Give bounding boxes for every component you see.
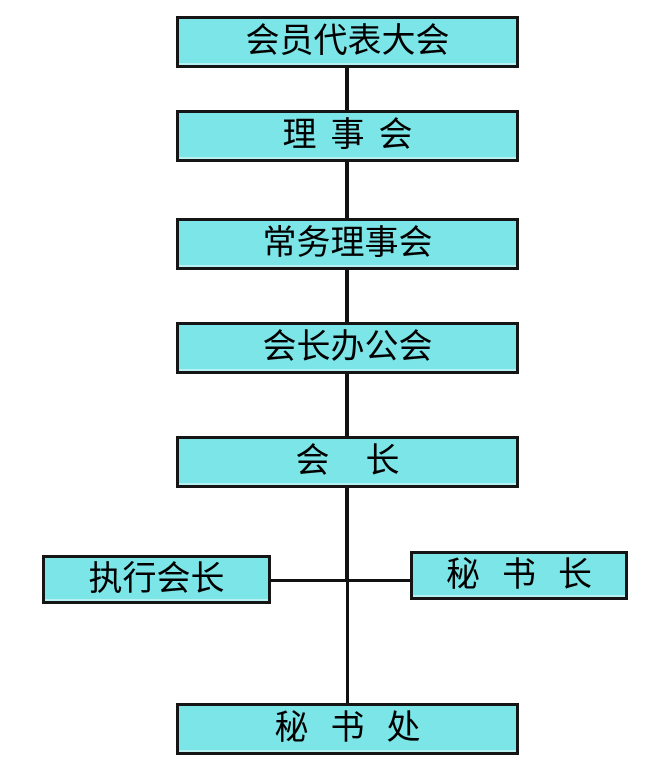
node-council-label: 理事会 [282,115,427,155]
connector-president-office-to-president [345,370,349,440]
node-president-label: 会长 [295,441,436,481]
connector-president-to-branch [345,484,349,582]
node-council[interactable]: 理事会 [176,110,519,162]
connector-assembly-to-council [345,66,349,114]
connector-to-executive-president [268,579,348,582]
connector-branch-to-secretariat [346,580,349,706]
connector-to-secretary-general [346,579,412,582]
node-president[interactable]: 会长 [176,436,519,488]
node-standing-council[interactable]: 常务理事会 [176,218,519,270]
node-secretariat-label: 秘书处 [274,708,443,748]
node-members-assembly[interactable]: 会员代表大会 [176,16,519,68]
node-members-assembly-label: 会员代表大会 [245,21,450,61]
connector-standing-council-to-president-office [345,266,349,326]
node-secretary-general[interactable]: 秘书长 [410,551,628,600]
node-standing-council-label: 常务理事会 [262,223,433,263]
node-secretariat[interactable]: 秘书处 [176,703,519,755]
node-executive-president[interactable]: 执行会长 [42,555,271,604]
node-president-office[interactable]: 会长办公会 [176,322,519,374]
node-executive-president-label: 执行会长 [88,558,225,599]
node-secretary-general-label: 秘书长 [446,554,614,595]
connector-council-to-standing-council [345,158,349,222]
node-president-office-label: 会长办公会 [262,327,433,367]
